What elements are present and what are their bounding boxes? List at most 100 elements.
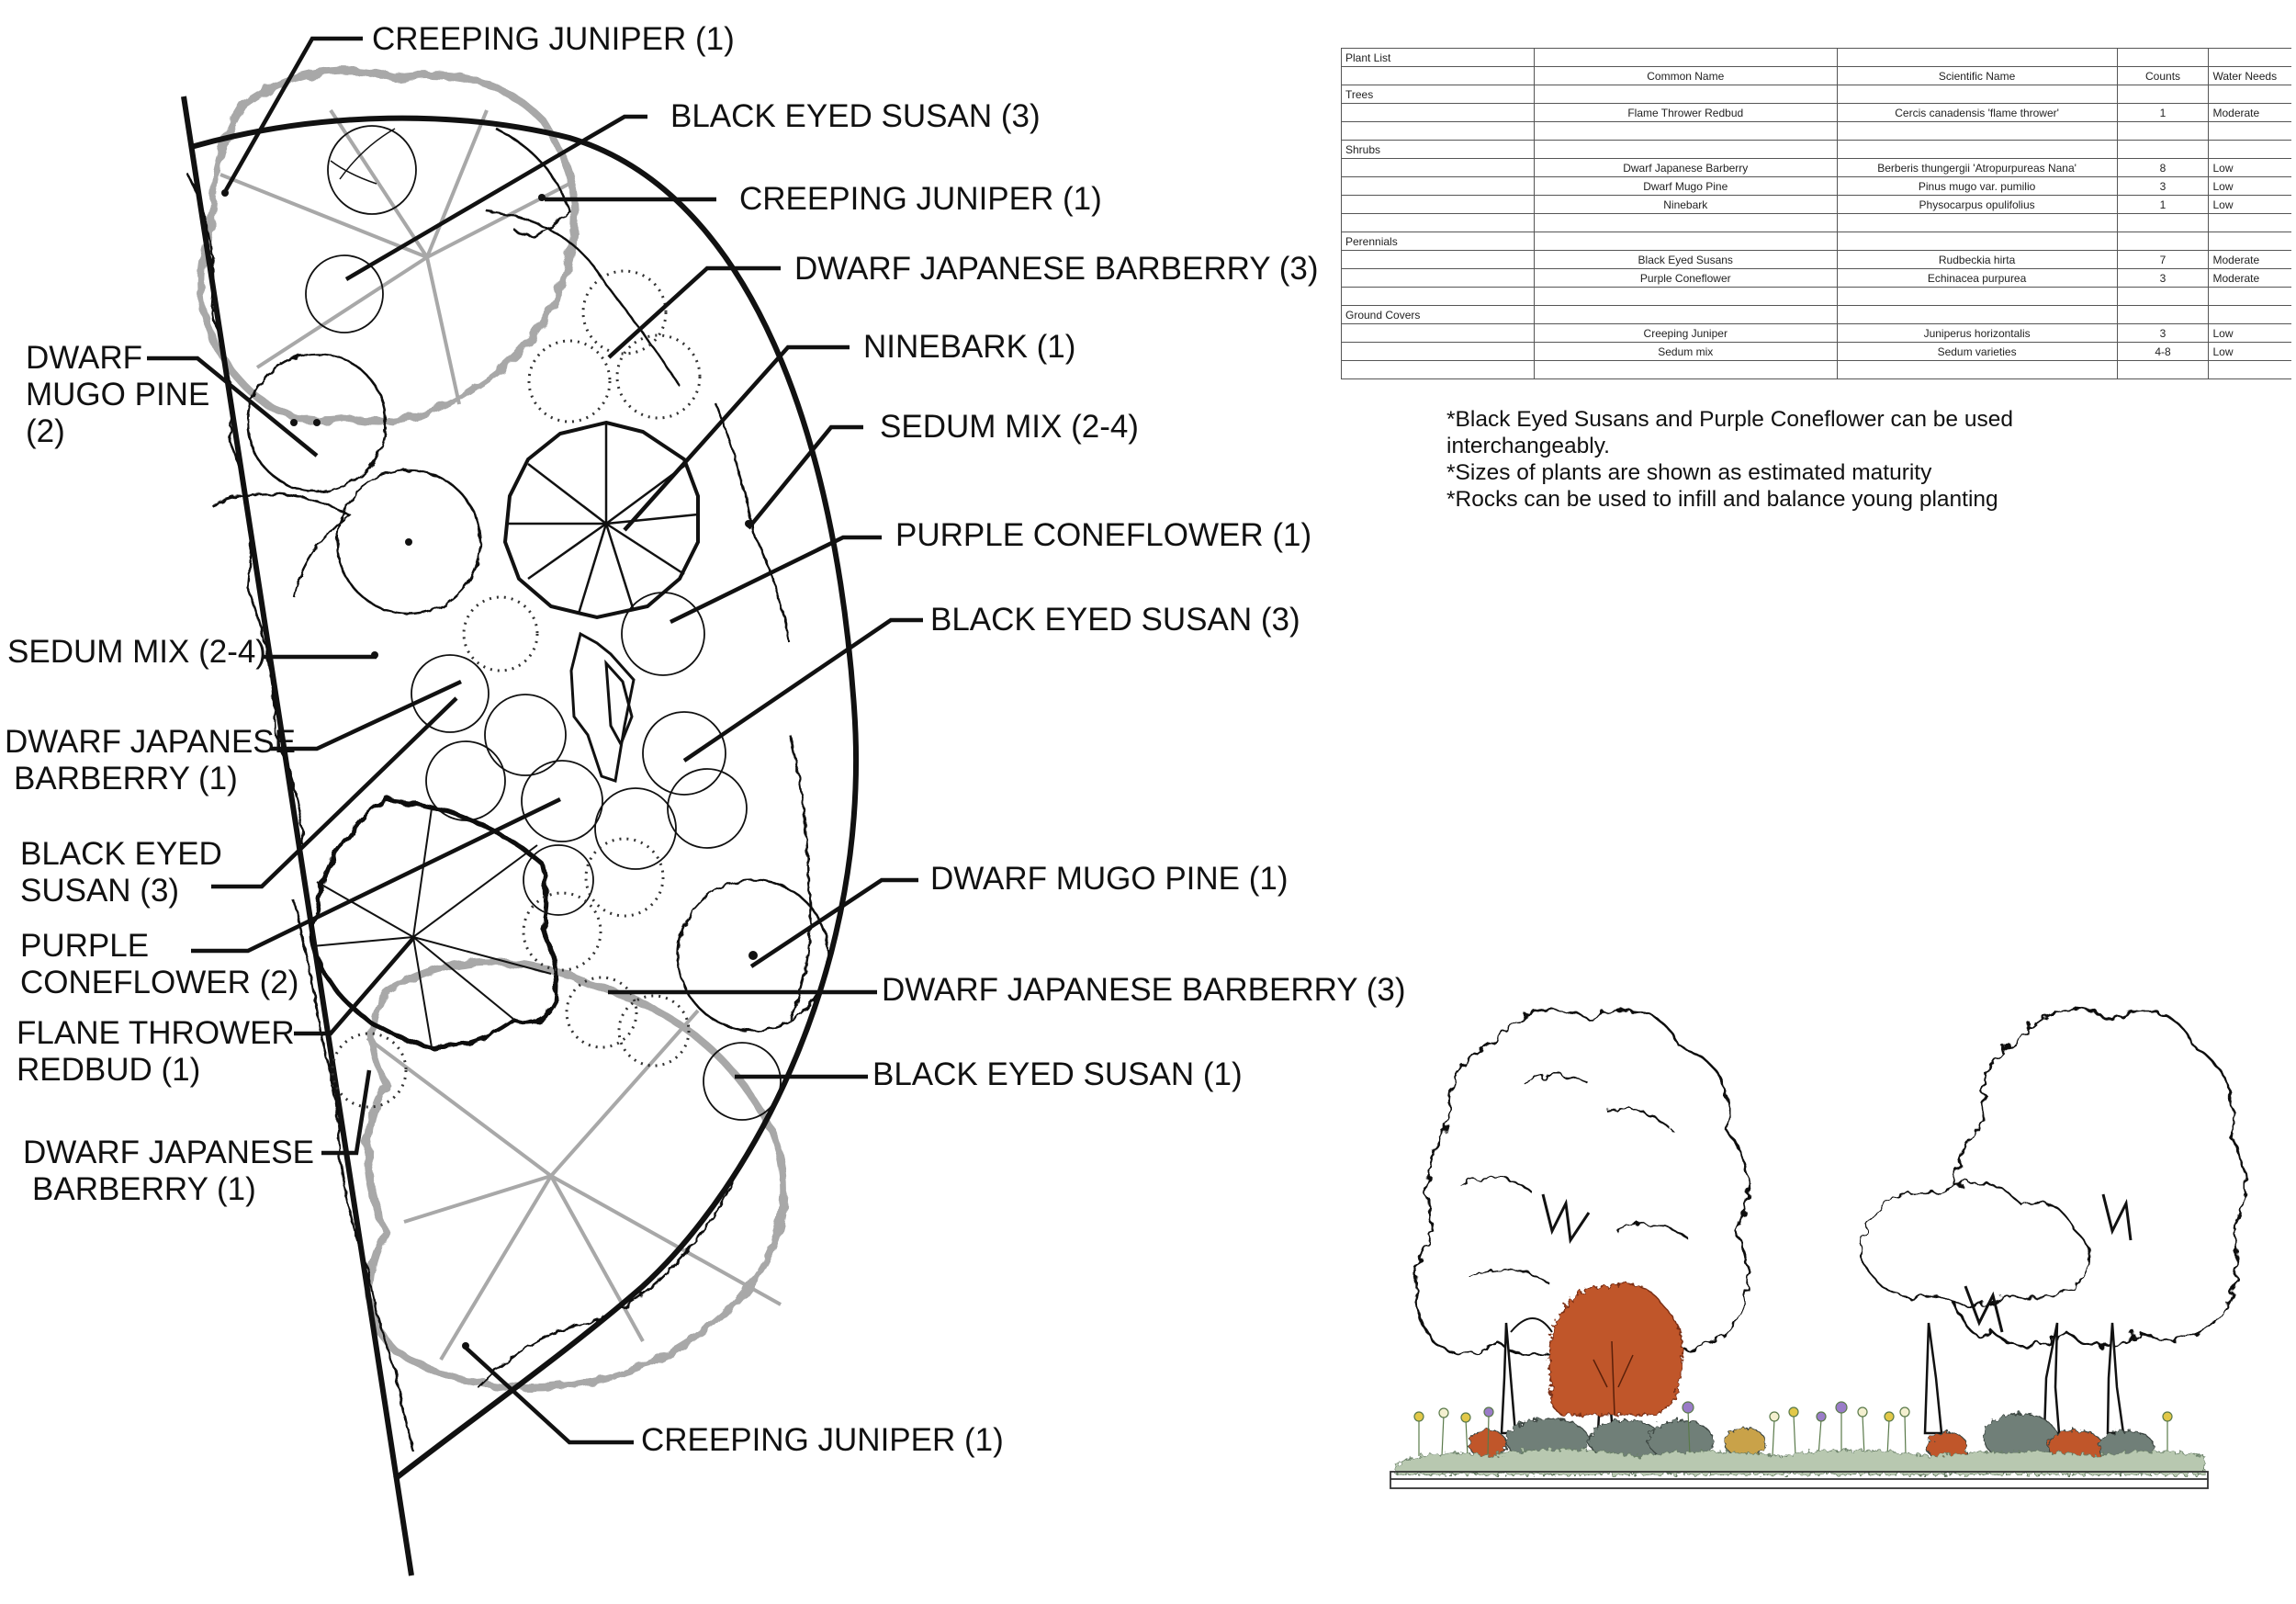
cell-common-name: Purple Coneflower — [1533, 268, 1838, 288]
section-label: Trees — [1341, 85, 1535, 104]
cell-scientific-name: Cercis canadensis 'flame thrower' — [1836, 103, 2118, 122]
cell-water-needs: Low — [2208, 342, 2291, 361]
mugo-pine-2 — [335, 469, 482, 616]
label-flane-thrower-redbud: FLANE THROWER REDBUD (1) — [17, 1015, 295, 1088]
section-row: Trees — [1341, 85, 2291, 104]
note-line: *Black Eyed Susans and Purple Coneflower… — [1446, 407, 2013, 458]
label-creeping-juniper-mid: CREEPING JUNIPER (1) — [739, 181, 1102, 217]
label-purple-coneflower-right: PURPLE CONEFLOWER (1) — [895, 517, 1312, 553]
cell-scientific-name: Physocarpus opulifolius — [1836, 195, 2118, 214]
label-dwarf-japanese-barberry-right-1: DWARF JAPANESE BARBERRY (3) — [794, 251, 1319, 287]
label-black-eyed-susan-right: BLACK EYED SUSAN (3) — [930, 602, 1300, 638]
label-black-eyed-susan-top: BLACK EYED SUSAN (3) — [670, 98, 1041, 134]
dwarf-mugo-pines — [246, 352, 830, 1033]
tree-canopy-shadows — [197, 67, 788, 1392]
ninebark — [502, 420, 700, 620]
cell-count: 3 — [2116, 323, 2209, 343]
elevation-groundcover — [1395, 1449, 2205, 1475]
cell-common-name: Sedum mix — [1533, 342, 1838, 361]
section-row: Perennials — [1341, 232, 2291, 251]
label-creeping-juniper-bottom: CREEPING JUNIPER (1) — [641, 1422, 1004, 1458]
flame-thrower-redbud — [309, 796, 559, 1050]
mugo-pine-1 — [246, 352, 388, 493]
leader-lines — [147, 36, 923, 1445]
cell-count: 1 — [2116, 195, 2209, 214]
label-dwarf-japanese-barberry-left-2: DWARF JAPANESE BARBERRY (1) — [23, 1135, 314, 1207]
mugo-pine-3 — [676, 878, 830, 1033]
table-title-row: Plant List — [1341, 48, 2291, 67]
cell-water-needs: Low — [2208, 158, 2291, 177]
elevation-tree-right — [1860, 1008, 2247, 1435]
note-line: *Sizes of plants are shown as estimated … — [1446, 460, 1932, 485]
section-label: Shrubs — [1341, 140, 1535, 159]
cell-common-name: Ninebark — [1533, 195, 1838, 214]
cell-water-needs: Low — [2208, 176, 2291, 196]
cell-count: 8 — [2116, 158, 2209, 177]
groundcover-scallops — [186, 127, 812, 1452]
perennial-circles — [305, 125, 782, 1121]
section-label: Perennials — [1341, 232, 1535, 251]
cell-count: 3 — [2116, 176, 2209, 196]
section-row: Shrubs — [1341, 140, 2291, 159]
header-common-name: Common Name — [1533, 66, 1838, 85]
rocks — [569, 631, 636, 783]
cell-water-needs: Moderate — [2208, 250, 2291, 269]
cell-scientific-name: Rudbeckia hirta — [1836, 250, 2118, 269]
cell-scientific-name: Pinus mugo var. pumilio — [1836, 176, 2118, 196]
spacer-row — [1341, 213, 2291, 232]
elevation-redbud — [1548, 1282, 1684, 1416]
cell-count: 4-8 — [2116, 342, 2209, 361]
cell-scientific-name: Echinacea purpurea — [1836, 268, 2118, 288]
cell-common-name: Black Eyed Susans — [1533, 250, 1838, 269]
cell-common-name: Creeping Juniper — [1533, 323, 1838, 343]
elevation-planter-base — [1390, 1471, 2209, 1489]
elevation-perennials — [1413, 1401, 2173, 1457]
cell-water-needs: Moderate — [2208, 103, 2291, 122]
label-dwarf-mugo-pine-right: DWARF MUGO PINE (1) — [930, 861, 1289, 897]
label-black-eyed-susan-left: BLACK EYED SUSAN (3) — [20, 836, 222, 909]
cell-water-needs: Low — [2208, 323, 2291, 343]
cell-count: 7 — [2116, 250, 2209, 269]
section-row: Ground Covers — [1341, 305, 2291, 324]
barberry-shrubs — [331, 269, 702, 1109]
table-title: Plant List — [1341, 48, 1535, 67]
label-dwarf-japanese-barberry-right-2: DWARF JAPANESE BARBERRY (3) — [882, 972, 1406, 1008]
label-creeping-juniper-top: CREEPING JUNIPER (1) — [372, 21, 735, 57]
cell-water-needs: Low — [2208, 195, 2291, 214]
elevation-drawing — [1390, 1008, 2247, 1489]
planting-notes: *Black Eyed Susans and Purple Coneflower… — [1446, 406, 2144, 513]
coneflower-stars — [330, 128, 396, 185]
spacer-row — [1341, 360, 2291, 379]
header-water-needs: Water Needs — [2208, 66, 2291, 85]
cell-count: 3 — [2116, 268, 2209, 288]
cell-common-name: Dwarf Mugo Pine — [1533, 176, 1838, 196]
cell-common-name: Dwarf Japanese Barberry — [1533, 158, 1838, 177]
note-line: *Rocks can be used to infill and balance… — [1446, 487, 1998, 512]
bed-outline — [181, 96, 860, 1576]
cell-scientific-name: Berberis thungergii 'Atropurpureas Nana' — [1836, 158, 2118, 177]
cell-scientific-name: Sedum varieties — [1836, 342, 2118, 361]
header-scientific-name: Scientific Name — [1836, 66, 2118, 85]
header-counts: Counts — [2116, 66, 2209, 85]
spacer-row — [1341, 287, 2291, 306]
label-dwarf-japanese-barberry-left-1: DWARF JAPANESE BARBERRY (1) — [5, 724, 296, 796]
label-black-eyed-susan-right-lower: BLACK EYED SUSAN (1) — [872, 1056, 1243, 1092]
planting-plan — [147, 36, 923, 1576]
cell-scientific-name: Juniperus horizontalis — [1836, 323, 2118, 343]
section-label: Ground Covers — [1341, 305, 1535, 324]
cell-common-name: Flame Thrower Redbud — [1533, 103, 1838, 122]
label-purple-coneflower-left: PURPLE CONEFLOWER (2) — [20, 928, 299, 1000]
label-dwarf-mugo-pine-left: DWARF MUGO PINE (2) — [26, 340, 210, 449]
spacer-row — [1341, 121, 2291, 141]
